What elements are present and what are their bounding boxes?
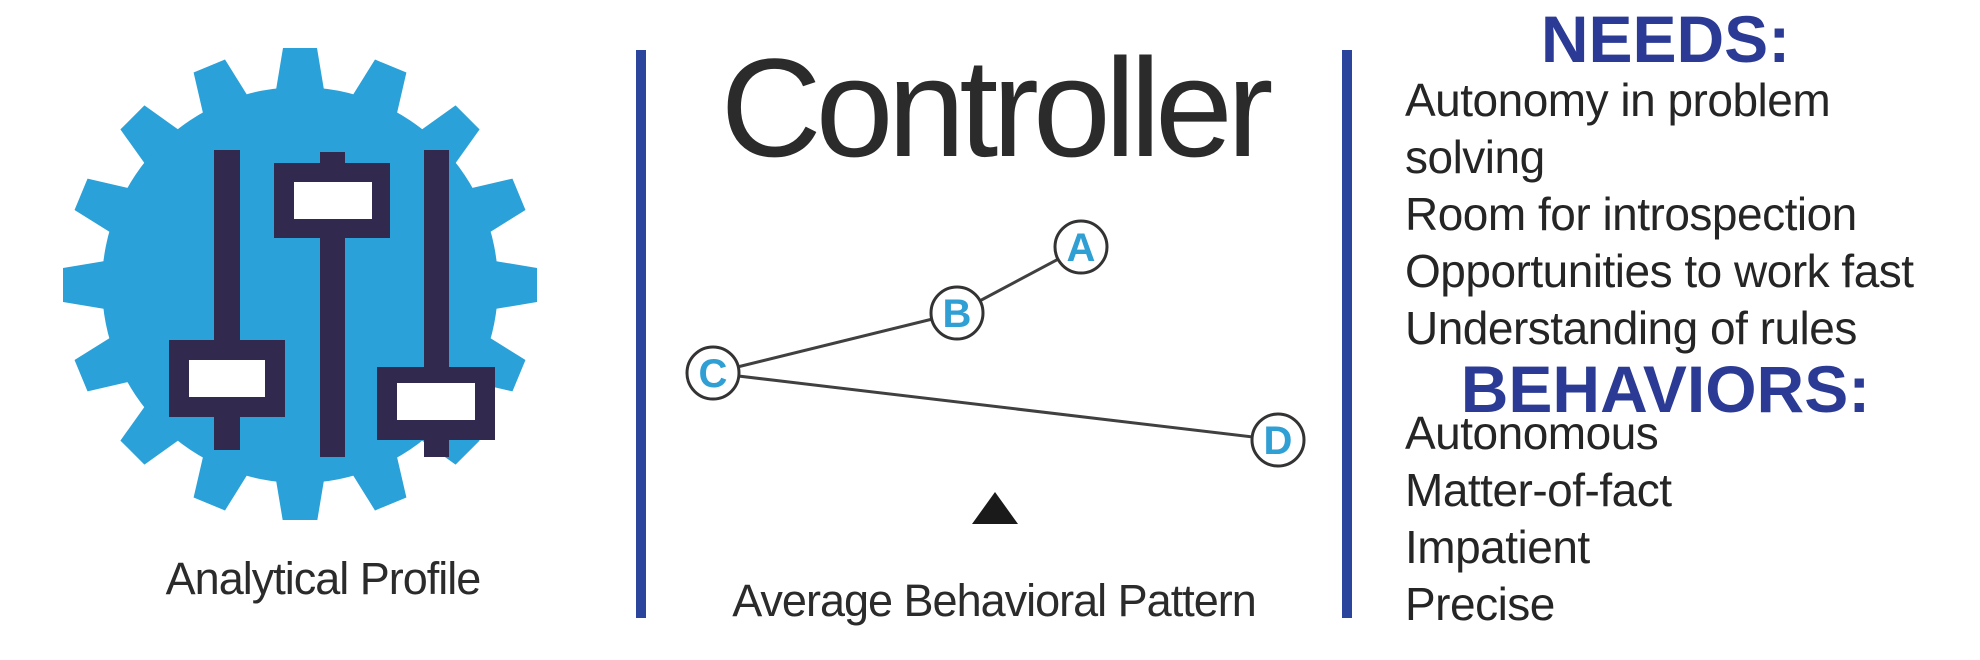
needs-item: Room for introspection xyxy=(1405,188,1857,240)
point-d-circle xyxy=(1250,412,1306,468)
needs-item: Understanding of rules xyxy=(1405,302,1857,354)
point-b-circle xyxy=(929,285,985,341)
divider-right xyxy=(1342,50,1352,618)
chart-caption: Average Behavioral Pattern xyxy=(732,575,1257,626)
behavioral-pattern-chart: A B C D xyxy=(685,219,1306,524)
behaviors-item: Precise xyxy=(1405,578,1555,630)
needs-item: Opportunities to work fast xyxy=(1405,245,1914,297)
segment-c-d xyxy=(712,371,1279,442)
point-a-circle xyxy=(1053,219,1109,275)
needs-item: Autonomy in problem solving xyxy=(1405,74,1831,183)
needs-list: Autonomy in problem solving Room for int… xyxy=(1405,72,1960,357)
point-c-circle xyxy=(685,345,741,401)
analytical-profile-icon xyxy=(60,40,540,522)
point-c-label: C xyxy=(699,352,728,396)
behaviors-item: Matter-of-fact xyxy=(1405,464,1672,516)
page-title: Controller xyxy=(720,29,1274,186)
point-a-label: A xyxy=(1067,226,1096,270)
left-panel-caption: Analytical Profile xyxy=(165,553,482,604)
slider-knob-highlights xyxy=(189,182,475,420)
segment-c-b xyxy=(712,311,958,375)
point-d-label: D xyxy=(1264,419,1293,463)
midline-triangle-marker xyxy=(972,492,1018,524)
gear-with-sliders-icon xyxy=(63,48,537,522)
needs-heading: NEEDS: xyxy=(1540,2,1791,76)
behaviors-item: Autonomous xyxy=(1405,407,1659,459)
slider-tracks xyxy=(169,150,495,457)
divider-left xyxy=(636,50,646,618)
gear-body xyxy=(63,48,537,522)
point-b-label: B xyxy=(943,292,972,336)
behaviors-item: Impatient xyxy=(1405,521,1590,573)
behaviors-heading: BEHAVIORS: xyxy=(1460,352,1871,426)
behaviors-list: Autonomous Matter-of-fact Impatient Prec… xyxy=(1405,405,1960,633)
